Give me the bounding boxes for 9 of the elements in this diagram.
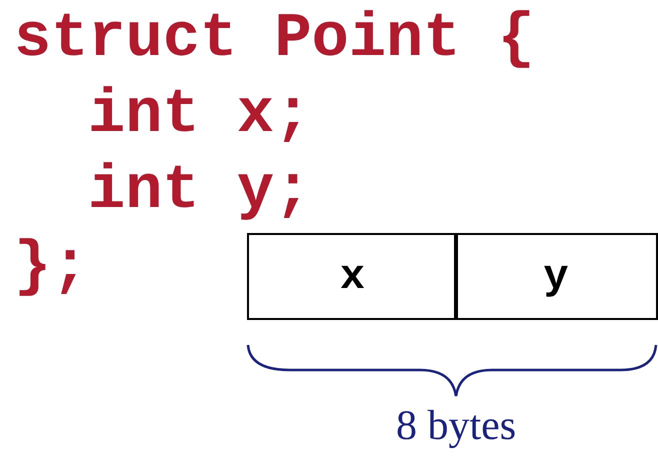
size-label: 8 bytes	[396, 402, 516, 450]
code-line: int y;	[88, 160, 312, 222]
code-line: };	[14, 236, 88, 298]
memory-cell	[454, 233, 658, 320]
field-name: y	[543, 252, 569, 300]
code-line: struct Point {	[14, 8, 535, 70]
memory-cell	[247, 233, 458, 320]
field-name: x	[340, 252, 366, 300]
code-line: int x;	[88, 84, 312, 146]
